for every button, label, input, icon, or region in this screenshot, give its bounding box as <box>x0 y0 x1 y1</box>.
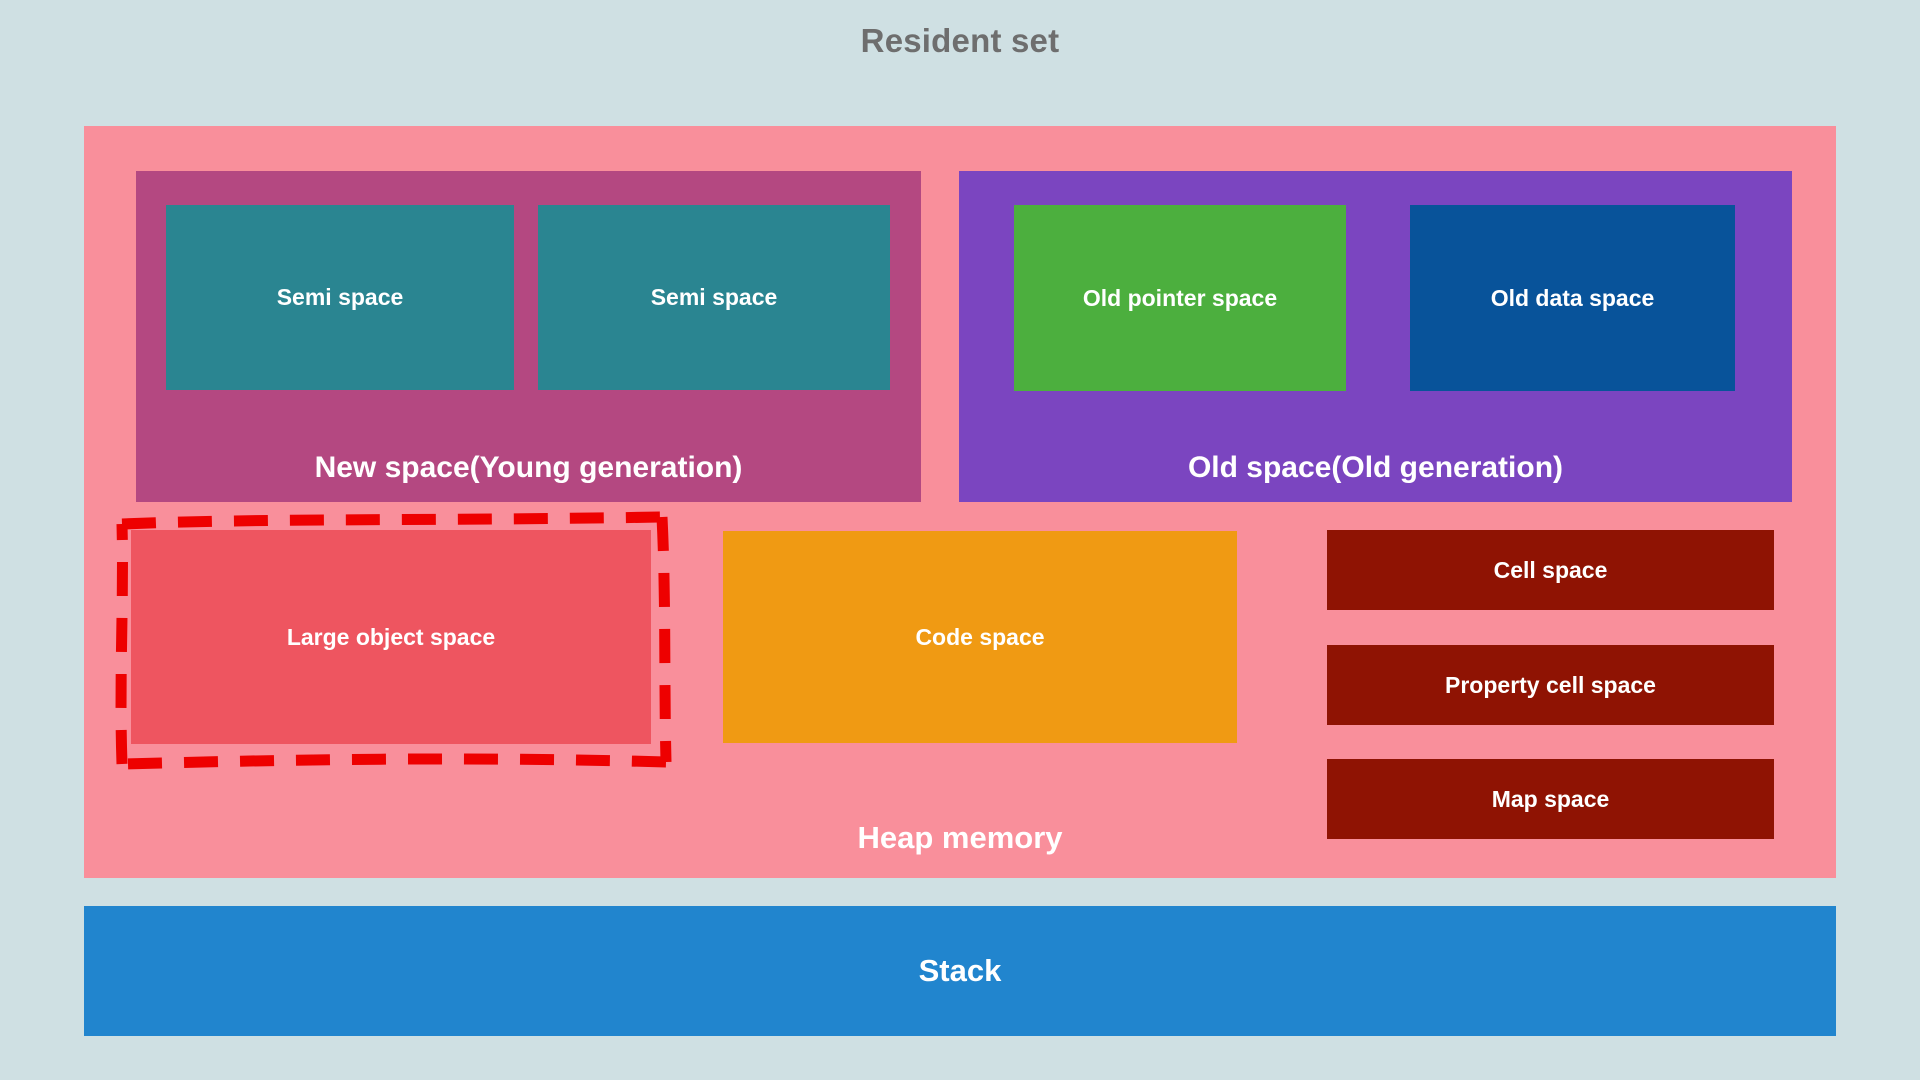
map-space-label: Map space <box>1491 785 1610 812</box>
stack-box: Stack <box>84 906 1836 1036</box>
semi-space-box-2: Semi space <box>538 205 890 390</box>
new-space-group: Semi space Semi space New space(Young ge… <box>136 171 921 502</box>
cell-space-box: Cell space <box>1327 530 1774 610</box>
heap-memory-panel: Semi space Semi space New space(Young ge… <box>84 126 1836 878</box>
old-space-group: Old pointer space Old data space Old spa… <box>959 171 1792 502</box>
old-space-label: Old space(Old generation) <box>1187 451 1564 484</box>
new-space-label: New space(Young generation) <box>314 451 743 484</box>
cell-space-label: Cell space <box>1493 556 1608 583</box>
semi-space-label-2: Semi space <box>650 284 778 311</box>
semi-space-box-1: Semi space <box>166 205 514 390</box>
large-object-space-label: Large object space <box>286 623 496 650</box>
semi-space-label-1: Semi space <box>276 284 404 311</box>
old-data-space-label: Old data space <box>1490 284 1655 311</box>
code-space-label: Code space <box>915 623 1045 650</box>
large-object-space-box: Large object space <box>131 530 651 744</box>
property-cell-space-box: Property cell space <box>1327 645 1774 725</box>
page-title: Resident set <box>860 22 1060 59</box>
old-data-space-box: Old data space <box>1410 205 1735 391</box>
stack-label: Stack <box>918 953 1002 989</box>
heap-memory-label: Heap memory <box>857 820 1063 855</box>
code-space-box: Code space <box>723 531 1237 743</box>
property-cell-space-label: Property cell space <box>1445 671 1656 698</box>
old-pointer-space-label: Old pointer space <box>1082 284 1278 311</box>
old-pointer-space-box: Old pointer space <box>1014 205 1346 391</box>
map-space-box: Map space <box>1327 759 1774 839</box>
